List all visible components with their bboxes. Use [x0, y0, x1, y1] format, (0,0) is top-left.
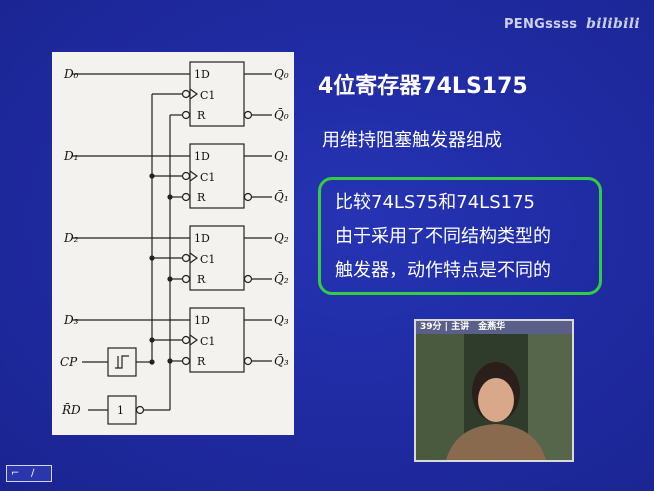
- ff3-reset-bubble: [181, 356, 191, 366]
- ff0-pin-c: C1: [200, 89, 215, 102]
- comparison-line-2: 由于采用了不同结构类型的: [335, 226, 551, 247]
- inverter-label: 1: [117, 404, 124, 417]
- ff2-pin-r: R: [197, 273, 206, 286]
- ff1-pin-r: R: [197, 191, 206, 204]
- ff3-pin-d: 1D: [194, 314, 210, 327]
- output-label-q1bar: Q̄₁: [274, 189, 289, 204]
- watermark-text: PENGssss: [503, 17, 578, 32]
- ff0-clock-bubble: [181, 89, 191, 99]
- input-label-d1: D₁: [63, 149, 78, 163]
- comparison-line-1: 比较74LS75和74LS175: [335, 192, 535, 213]
- ff3-pin-r: R: [197, 355, 206, 368]
- slide-title: 4位寄存器74LS175: [318, 74, 528, 99]
- ff1-clock-marker: [189, 170, 199, 182]
- watermark: PENGssss bilibili: [504, 16, 640, 32]
- ff3-clock-marker: [189, 334, 199, 346]
- ff0-clock-marker: [189, 88, 199, 100]
- ff1-pin-d: 1D: [194, 150, 210, 163]
- flip-flop-0: 1D C1 R: [72, 61, 272, 127]
- output-label-q1: Q₁: [274, 149, 289, 163]
- comparison-line-3: 触发器，动作特点是不同的: [335, 260, 551, 281]
- lecturer-body: [446, 424, 546, 460]
- lecturer-video-inset: 39分 | 主讲 金燕华: [414, 319, 574, 462]
- lecturer-face: [478, 378, 514, 422]
- lecturer-video-frame: [416, 334, 572, 460]
- output-label-q2: Q₂: [274, 231, 289, 245]
- output-label-q3: Q₃: [274, 313, 289, 327]
- ff0-pin-r: R: [197, 109, 206, 122]
- flip-flop-1: 1D C1 R: [72, 143, 272, 209]
- ff1-qbar-bubble: [243, 192, 253, 202]
- schmitt-icon: [115, 355, 129, 369]
- ff2-pin-c: C1: [200, 253, 215, 266]
- bilibili-logo: bilibili: [586, 16, 640, 32]
- video-caption: 39分 | 主讲 金燕华: [416, 321, 572, 334]
- output-label-q0bar: Q̄₀: [274, 107, 289, 122]
- video-background-plant: [416, 334, 464, 460]
- clock-input-label: CP: [60, 355, 78, 369]
- clock-bus-junction: [149, 359, 155, 365]
- reset-inverter: 1: [88, 395, 170, 425]
- ff0-reset-bubble: [181, 110, 191, 120]
- ff1-reset-bubble: [181, 192, 191, 202]
- pen-icon[interactable]: ∕: [31, 468, 35, 479]
- ff0-pin-d: 1D: [194, 68, 210, 81]
- reset-input-label: R̄D: [61, 402, 81, 417]
- input-label-d3: D₃: [63, 313, 79, 327]
- ff2-reset-bubble: [181, 274, 191, 284]
- ff2-clock-bubble: [181, 253, 191, 263]
- slide-subtitle: 用维持阻塞触发器组成: [322, 130, 502, 151]
- ff2-qbar-bubble: [243, 274, 253, 284]
- circuit-diagram-panel: 1D C1 R 1D C1 R: [52, 52, 294, 435]
- player-control[interactable]: ⌐ ∕: [6, 465, 52, 482]
- input-label-d0: D₀: [63, 67, 79, 81]
- ff1-clock-bubble: [181, 171, 191, 181]
- ff3-pin-c: C1: [200, 335, 215, 348]
- window-icon[interactable]: ⌐: [11, 468, 20, 479]
- ff3-qbar-bubble: [243, 356, 253, 366]
- inverter-bubble: [135, 405, 145, 415]
- clock-buffer: [82, 347, 155, 377]
- ff2-pin-d: 1D: [194, 232, 210, 245]
- comparison-callout: 比较74LS75和74LS175 由于采用了不同结构类型的 触发器，动作特点是不…: [318, 177, 602, 295]
- input-label-d2: D₂: [63, 231, 79, 245]
- ff3-clock-bubble: [181, 335, 191, 345]
- register-circuit-diagram: 1D C1 R 1D C1 R: [60, 61, 289, 425]
- ff1-pin-c: C1: [200, 171, 215, 184]
- output-label-q2bar: Q̄₂: [274, 271, 289, 286]
- ff0-qbar-bubble: [243, 110, 253, 120]
- video-background-right: [528, 334, 572, 460]
- output-label-q0: Q₀: [274, 67, 289, 81]
- output-label-q3bar: Q̄₃: [274, 353, 289, 368]
- flip-flop-2: 1D C1 R: [72, 225, 272, 291]
- ff2-clock-marker: [189, 252, 199, 264]
